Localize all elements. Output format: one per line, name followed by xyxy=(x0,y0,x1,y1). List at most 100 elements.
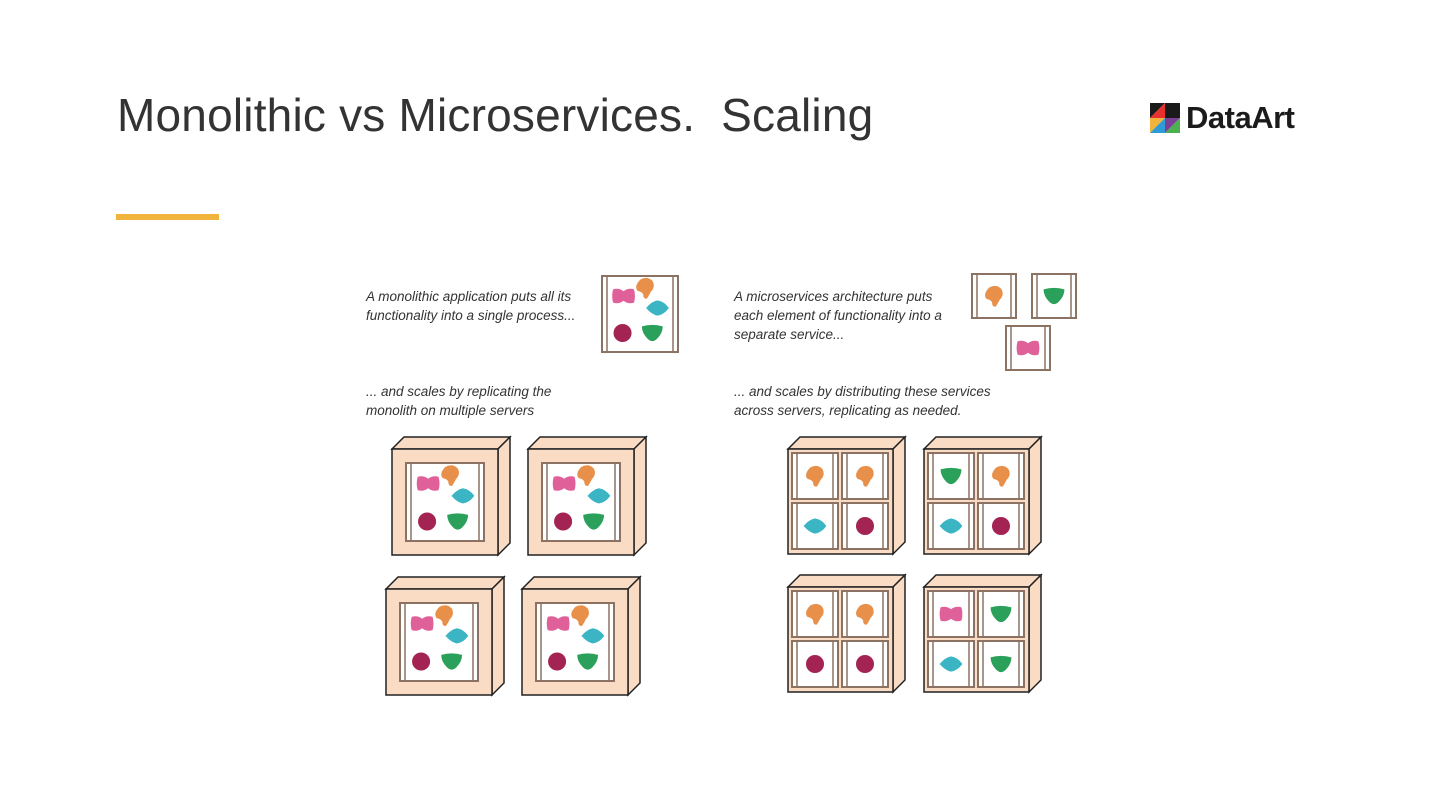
orange-component xyxy=(856,465,874,487)
server-side xyxy=(1028,573,1042,694)
maroon-component xyxy=(805,654,825,674)
monolith-process xyxy=(601,275,679,353)
microservice-orange xyxy=(841,590,889,638)
dataart-logo: DataArt xyxy=(1150,100,1295,135)
monolith-server xyxy=(520,575,642,697)
orange-component xyxy=(806,603,824,625)
server-side xyxy=(1028,435,1042,556)
microservice-green xyxy=(1031,273,1077,319)
microservice-maroon xyxy=(841,640,889,688)
microservice-pink xyxy=(1005,325,1051,371)
green-component xyxy=(1043,287,1065,305)
process-frame xyxy=(791,502,839,550)
microservice-orange xyxy=(791,590,839,638)
server-top xyxy=(526,436,648,450)
pink-component xyxy=(1016,340,1040,356)
microservice-green xyxy=(977,640,1025,688)
microservice-orange xyxy=(977,452,1025,500)
orange-component xyxy=(992,465,1010,487)
green-component xyxy=(990,605,1012,623)
server-side xyxy=(491,575,505,697)
pink-component xyxy=(552,476,576,491)
server-side xyxy=(497,435,511,557)
mono-intro-caption: A monolithic application puts all its fu… xyxy=(366,289,576,323)
maroon-component xyxy=(418,512,437,531)
monolith-server xyxy=(390,435,512,557)
server-top xyxy=(390,436,512,450)
process-frame xyxy=(927,640,975,688)
server-side xyxy=(892,573,906,694)
microservice-orange xyxy=(791,452,839,500)
green-component xyxy=(441,653,463,670)
microservice-server xyxy=(786,435,907,556)
microservice-server xyxy=(786,573,907,694)
teal-component xyxy=(939,656,963,672)
microservice-teal xyxy=(927,640,975,688)
process-frame xyxy=(1005,325,1051,371)
micro-intro-caption: A microservices architecture puts each e… xyxy=(734,289,942,342)
server-top xyxy=(786,574,907,588)
teal-component xyxy=(451,488,475,504)
maroon-component xyxy=(548,652,567,671)
maroon-component xyxy=(554,512,573,531)
pink-component xyxy=(410,616,434,631)
microservice-orange xyxy=(841,452,889,500)
green-component xyxy=(940,467,962,485)
micro-scale-caption: ... and scales by distributing these ser… xyxy=(734,384,991,418)
maroon-component xyxy=(991,516,1011,536)
teal-component xyxy=(939,518,963,534)
logo-wordmark: DataArt xyxy=(1186,100,1295,135)
server-side xyxy=(633,435,647,557)
dataart-logo-icon xyxy=(1150,103,1180,133)
orange-component xyxy=(441,465,459,486)
process-frame xyxy=(841,502,889,550)
teal-component xyxy=(581,628,605,644)
slide-title: Monolithic vs Microservices. Scaling xyxy=(117,89,874,141)
server-side xyxy=(627,575,641,697)
orange-component xyxy=(806,465,824,487)
teal-component xyxy=(587,488,611,504)
microservice-teal xyxy=(791,502,839,550)
pink-component xyxy=(612,288,635,304)
microservice-maroon xyxy=(841,502,889,550)
server-top xyxy=(786,436,907,450)
orange-component xyxy=(435,605,453,626)
orange-component xyxy=(571,605,589,626)
maroon-component xyxy=(855,654,875,674)
orange-component xyxy=(985,285,1003,307)
pink-component xyxy=(546,616,570,631)
monolith-server xyxy=(526,435,648,557)
server-top xyxy=(520,576,642,590)
server-top xyxy=(922,436,1043,450)
microservice-server xyxy=(922,573,1043,694)
server-top xyxy=(384,576,506,590)
microservice-pink xyxy=(927,590,975,638)
title-accent-bar xyxy=(116,214,219,220)
orange-component xyxy=(856,603,874,625)
process-frame xyxy=(977,502,1025,550)
maroon-component xyxy=(412,652,431,671)
green-component xyxy=(583,513,605,530)
green-component xyxy=(641,324,663,342)
microservice-teal xyxy=(927,502,975,550)
microservice-green xyxy=(927,452,975,500)
teal-component xyxy=(646,300,669,316)
green-component xyxy=(447,513,469,530)
monolith-server xyxy=(384,575,506,697)
maroon-component xyxy=(613,323,632,343)
mono-scale-caption: ... and scales by replicating the monoli… xyxy=(366,384,552,418)
orange-component xyxy=(577,465,595,486)
teal-component xyxy=(803,518,827,534)
microservice-green xyxy=(977,590,1025,638)
server-top xyxy=(922,574,1043,588)
microservice-maroon xyxy=(791,640,839,688)
microservice-server xyxy=(922,435,1043,556)
microservice-orange xyxy=(971,273,1017,319)
maroon-component xyxy=(855,516,875,536)
pink-component xyxy=(416,476,440,491)
green-component xyxy=(577,653,599,670)
process-frame xyxy=(791,452,839,500)
teal-component xyxy=(445,628,469,644)
orange-component xyxy=(636,277,654,299)
